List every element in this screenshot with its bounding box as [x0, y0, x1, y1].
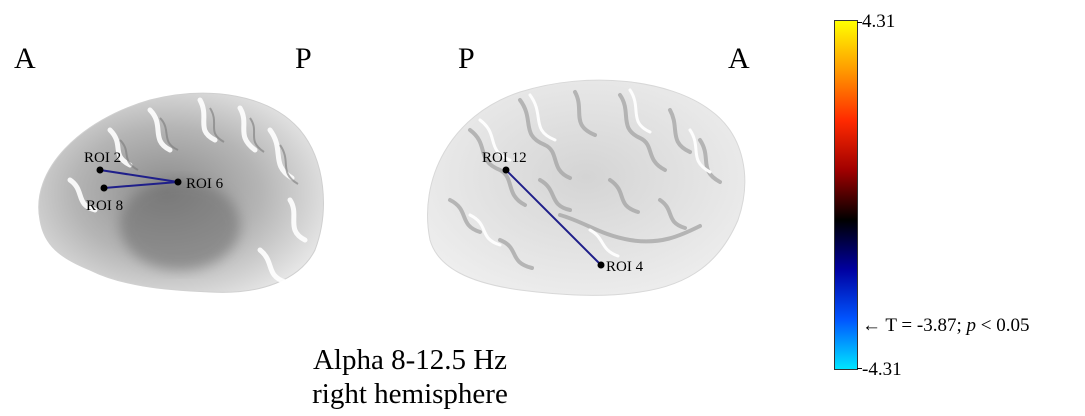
- roi12-label: ROI 12: [482, 150, 527, 166]
- roi12-marker: [503, 167, 510, 174]
- roi2-marker: [97, 167, 104, 174]
- roi8-marker: [101, 185, 108, 192]
- roi4-label: ROI 4: [606, 259, 644, 275]
- colorbar-min-label: -4.31: [862, 360, 902, 379]
- threshold-p: p: [967, 315, 977, 336]
- roi2-label: ROI 2: [84, 150, 121, 166]
- threshold-prefix: ← T = -3.87;: [862, 315, 967, 336]
- caption-hemisphere: right hemisphere: [220, 377, 600, 411]
- roi6-label: ROI 6: [186, 176, 224, 192]
- roi4-marker: [598, 262, 605, 269]
- right-brain-lateral-view: [428, 80, 745, 295]
- colorbar: [834, 20, 858, 370]
- colorbar-threshold-label: ← T = -3.87; p < 0.05: [862, 316, 1029, 335]
- threshold-suffix: < 0.05: [976, 315, 1029, 336]
- roi6-marker: [175, 179, 182, 186]
- caption-frequency-band: Alpha 8-12.5 Hz: [220, 343, 600, 377]
- colorbar-max-label: 4.31: [862, 12, 895, 31]
- left-brain-medial-view: [39, 93, 324, 292]
- roi8-label: ROI 8: [86, 198, 123, 214]
